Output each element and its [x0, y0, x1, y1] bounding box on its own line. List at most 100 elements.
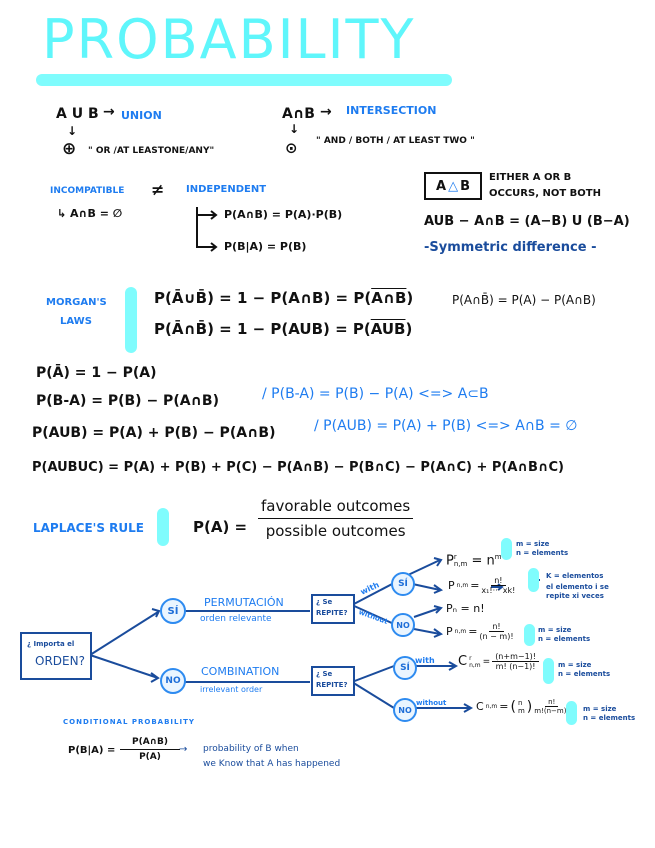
not-equal-icon: ≠	[151, 180, 165, 199]
perm-var-note-bar	[524, 624, 535, 646]
morgan-label-line1: MORGAN'S	[46, 297, 107, 308]
conditional-desc-line1: probability of B when	[203, 744, 299, 754]
perm-var-denominator: (n − m)!	[479, 632, 514, 641]
union-meaning: " OR /AT LEASTONE/ANY"	[88, 146, 215, 156]
perm-multi-sub: n,m	[456, 582, 469, 589]
perm-yes-circle: SÍ	[391, 572, 415, 596]
laplace-fraction: favorable outcomes possible outcomes	[258, 497, 414, 540]
comb-rep-note-elements: n = elements	[558, 670, 611, 678]
morgan-law-2-over: AUB	[370, 320, 406, 338]
morgan-law-2: P(Ā∩B̄) = 1 − P(AUB) = P(AUB)	[154, 320, 412, 338]
comb-repeat-box: ¿ Se REPITE?	[311, 666, 355, 696]
independent-label: INDEPENDENT	[186, 184, 267, 195]
comb-yes-circle: SÍ	[393, 656, 417, 680]
comb-rep-symbol: C	[458, 654, 468, 669]
symmetric-formula: AUB − A∩B = (A−B) U (B−A)	[424, 214, 630, 229]
difference-note: / P(B-A) = P(B) − P(A) <=> A⊂B	[262, 386, 489, 402]
triangle-icon: △	[448, 178, 459, 194]
perm-var-note-size: m = size	[538, 626, 572, 634]
set-b-symbol: B	[460, 178, 470, 194]
morgan-label-line2: LAWS	[60, 316, 92, 327]
morgan-law-1-right: )	[406, 289, 414, 307]
comb-with-label: with	[415, 656, 435, 665]
down-arrow-icon: ↓	[289, 122, 300, 136]
comb-repeat-line1: ¿ Se	[316, 670, 333, 678]
perm-multi-denominator: x₁!··· xk!	[481, 586, 516, 595]
perm-rep-sub: n,m	[453, 559, 468, 568]
laplace-highlight-bar	[157, 508, 169, 546]
yes-circle: SÍ	[160, 598, 186, 624]
laplace-lhs: P(A) =	[193, 518, 248, 536]
intersection-expression: A∩B	[282, 106, 315, 122]
perm-repeat-line1: ¿ Se	[316, 598, 333, 606]
comb-without-label: without	[416, 699, 447, 707]
comb-sub: n,m	[485, 703, 498, 710]
down-arrow-icon: ↓	[67, 124, 78, 138]
morgan-law-2-right: )	[405, 320, 413, 338]
perm-repeat-line2: REPITE?	[316, 609, 348, 617]
comb-rep-sub: n,m	[469, 661, 481, 669]
laplace-denominator: possible outcomes	[265, 522, 406, 540]
perm-var-numerator: n!	[489, 622, 504, 632]
comb-rep-sup: r	[469, 654, 472, 662]
conditional-arrow-icon: →	[179, 744, 188, 755]
symmetric-desc-line1: EITHER A OR B	[489, 172, 572, 183]
laplace-label: LAPLACE'S RULE	[33, 521, 144, 535]
comb-note-elements: n = elements	[583, 714, 636, 722]
permutation-subtitle: orden relevante	[200, 614, 272, 624]
comb-rep-note-size: m = size	[558, 661, 592, 669]
order-question-box: ¿ Importa el ORDEN?	[20, 632, 92, 680]
set-a-symbol: A	[436, 178, 447, 194]
perm-rep-note-size: m = size	[516, 540, 550, 548]
comb-denominator: m!(n−m)!	[534, 707, 570, 715]
morgan-law-2-left: P(Ā∩B̄) = 1 − P(AUB) = P(	[154, 320, 371, 338]
perm-rep-exp: m	[494, 553, 502, 561]
morgan-highlight-bar	[125, 287, 137, 353]
morgan-law-1-left: P(Ā∪B̄) = 1 − P(A∩B) = P(	[154, 289, 372, 307]
intersection-arrow: →	[320, 104, 332, 120]
union-expression: A U B	[56, 106, 99, 122]
perm-repeat-box: ¿ Se REPITE?	[311, 594, 355, 624]
union-note: / P(AUB) = P(A) + P(B) <=> A∩B = ∅	[314, 418, 578, 434]
intersection-symbol-icon: ⊙	[285, 139, 298, 157]
perm-full-formula: Pₙ = n!	[446, 602, 485, 615]
union-three-rule: P(AUBUC) = P(A) + P(B) + P(C) − P(A∩B) −…	[32, 460, 564, 475]
symmetric-desc-line2: OCCURS, NOT BOTH	[489, 188, 601, 199]
intersection-label: INTERSECTION	[346, 104, 437, 117]
perm-multi-symbol: P	[448, 579, 455, 592]
independent-formula-1: P(A∩B) = P(A)·P(B)	[224, 208, 343, 221]
conditional-desc-line2: we Know that A has happened	[203, 759, 341, 769]
title-underline	[36, 74, 452, 86]
morgan-law-1-over: A∩B	[371, 289, 407, 307]
conditional-denominator: P(A)	[139, 752, 161, 762]
perm-multi-note-k: K = elementos	[546, 572, 604, 580]
perm-rep-note-elements: n = elements	[516, 549, 569, 557]
perm-var-sub: n,m	[454, 628, 467, 635]
morgan-law-1: P(Ā∪B̄) = 1 − P(A∩B) = P(A∩B)	[154, 289, 413, 307]
comb-numerator: n!	[545, 698, 559, 707]
perm-rep-symbol: P	[446, 553, 454, 569]
symmetric-caption: -Symmetric difference -	[424, 240, 597, 255]
morgan-side-note: P(A∩B̄) = P(A) − P(A∩B)	[452, 293, 596, 307]
perm-no-circle: NO	[391, 613, 415, 637]
conditional-lhs: P(B|A) =	[68, 745, 116, 756]
perm-rep-note-bar	[501, 538, 512, 560]
union-symbol-icon: ⊕	[62, 139, 77, 159]
difference-rule: P(B-A) = P(B) − P(A∩B)	[36, 393, 219, 409]
conditional-numerator: P(A∩B)	[120, 737, 180, 750]
complement-rule: P(Ā) = 1 − P(A)	[36, 365, 157, 381]
comb-binom-top: n	[517, 698, 523, 707]
incompatible-formula: ↳ A∩B = ∅	[57, 207, 123, 220]
incompatible-label: INCOMPATIBLE	[50, 186, 125, 196]
comb-no-circle: NO	[393, 698, 417, 722]
conditional-fraction: P(A∩B) P(A)	[120, 737, 180, 762]
order-question-line1: ¿ Importa el	[27, 640, 75, 648]
union-arrow: →	[103, 104, 115, 120]
